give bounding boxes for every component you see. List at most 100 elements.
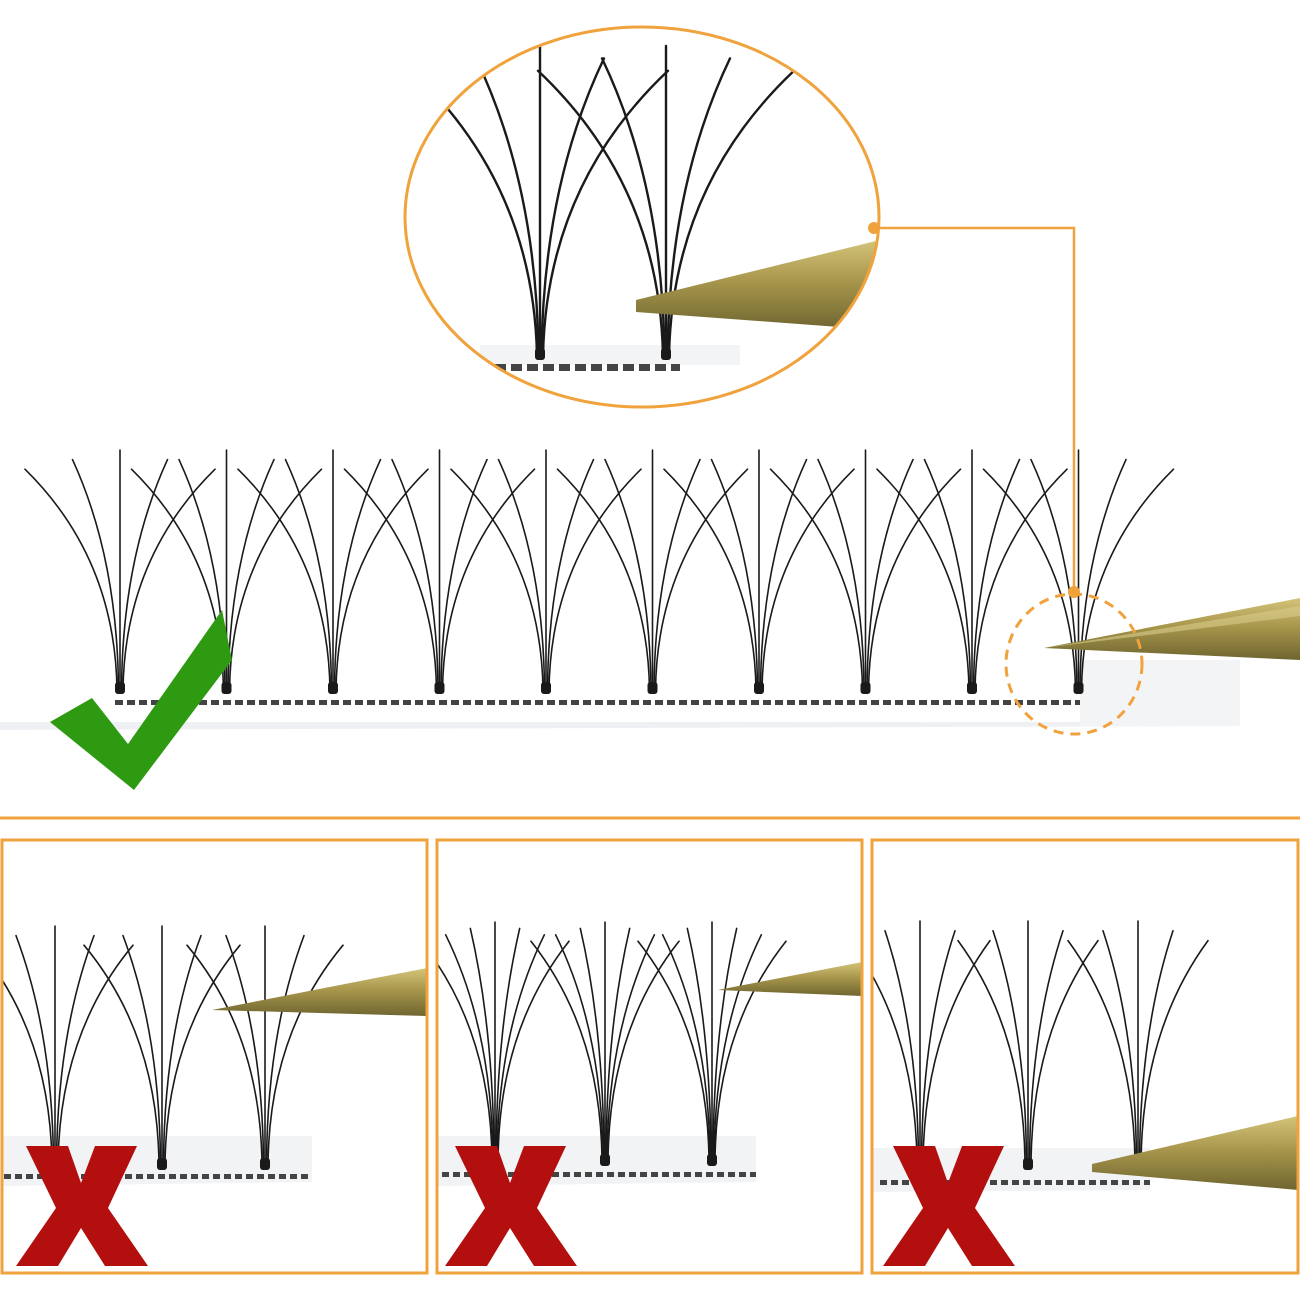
comparison-panel-3 [870, 838, 1300, 1275]
lash-strand [1140, 939, 1209, 1167]
strip-dash [235, 1174, 242, 1179]
lash-fan-base [860, 682, 871, 694]
lash-strand [548, 468, 642, 691]
strip-dash [575, 364, 586, 371]
strip-dash [662, 1172, 669, 1177]
strip-dash [1034, 1180, 1041, 1185]
strip-dash [191, 1174, 198, 1179]
lash-strand [710, 458, 759, 691]
lash-strand [440, 458, 488, 691]
strip-dash [679, 700, 687, 705]
strip-dash [1056, 1180, 1063, 1185]
lash-fan-base [661, 348, 671, 360]
strip-dash [451, 700, 459, 705]
lash-fan-base [260, 1158, 270, 1170]
strip-dash [629, 1172, 636, 1177]
lash-strand [541, 69, 670, 358]
strip-dash [655, 364, 666, 371]
tweezers-icon [636, 240, 879, 330]
lash-strand [546, 458, 595, 691]
strip-dash [1067, 1180, 1074, 1185]
lash-fan-base [115, 682, 125, 694]
strip-dash [199, 700, 207, 705]
strip-dash [706, 1172, 713, 1177]
strip-dash [499, 700, 507, 705]
strip-dash [1001, 1180, 1008, 1185]
strip-dash [955, 700, 963, 705]
lash-strand [469, 927, 495, 1163]
strip-dash [902, 1180, 909, 1185]
strip-dash [571, 700, 579, 705]
connector-dot-bottom [1068, 586, 1080, 598]
lash-strand [1079, 458, 1127, 691]
lash-strand [686, 927, 712, 1163]
lash-strand [884, 930, 920, 1167]
check-mark-icon [50, 610, 232, 790]
strip-dash [127, 700, 135, 705]
strip-dash [453, 1172, 460, 1177]
strip-dash [523, 700, 531, 705]
lash-strand [2, 978, 53, 1167]
strip-dash [631, 700, 639, 705]
lash-strand [1030, 939, 1099, 1167]
lash-strand [267, 944, 344, 1167]
lash-fan-base [328, 682, 338, 694]
panel-2-lash-fans [437, 921, 787, 1166]
strip-dash [1012, 1180, 1019, 1185]
strip-dash [511, 700, 519, 705]
lash-strand [923, 458, 972, 691]
strip-dash [463, 700, 471, 705]
lash-fan-base [221, 682, 232, 694]
strip-dash [511, 364, 522, 371]
strip-dash [180, 1174, 187, 1179]
strip-dash [871, 700, 879, 705]
strip-dash [750, 1172, 756, 1177]
strip-dash [559, 364, 570, 371]
strip-dash [775, 700, 783, 705]
strip-dash [1045, 1180, 1052, 1185]
lash-strand [495, 927, 521, 1163]
lash-strand [540, 57, 606, 358]
lash-strand [530, 940, 603, 1163]
lash-strand [712, 927, 738, 1163]
strip-dash [583, 700, 591, 705]
strip-dash [563, 1172, 570, 1177]
strip-dash [427, 700, 435, 705]
strip-dash [979, 700, 987, 705]
lash-strand [606, 934, 656, 1163]
lash-strand [186, 944, 263, 1167]
strip-dash [37, 1174, 44, 1179]
cross-mark-icon [883, 1146, 1015, 1266]
strip-dash [880, 1180, 887, 1185]
strip-dash [158, 1174, 165, 1179]
strip-dash [125, 1174, 132, 1179]
lash-strand [496, 934, 546, 1163]
lash-fan-base [754, 682, 764, 694]
strip-dash [290, 1174, 297, 1179]
lash-strand [992, 930, 1028, 1167]
strip-dash [931, 700, 939, 705]
strip-dash [607, 700, 615, 705]
strip-dash [487, 700, 495, 705]
strip-dash [811, 700, 819, 705]
strip-dash [907, 700, 915, 705]
lash-strand [876, 468, 970, 691]
zoom-inset [403, 25, 881, 409]
lash-fan-base [600, 1154, 610, 1166]
strip-dash [235, 700, 243, 705]
strip-shadow [1080, 660, 1240, 726]
lash-strand [920, 930, 956, 1167]
lash-fan-base [647, 682, 658, 694]
lash-strand [122, 468, 216, 691]
tweezers-icon [718, 962, 862, 996]
lash-strand [604, 458, 652, 691]
strip-dash [1122, 1180, 1129, 1185]
strip-dash [639, 364, 650, 371]
strip-dash [271, 700, 279, 705]
strip-dash [655, 700, 663, 705]
strip-dash [667, 700, 675, 705]
strip-dash [684, 1172, 691, 1177]
strip-dash [442, 1172, 449, 1177]
lash-strand [71, 458, 120, 691]
strip-dash [213, 1174, 220, 1179]
